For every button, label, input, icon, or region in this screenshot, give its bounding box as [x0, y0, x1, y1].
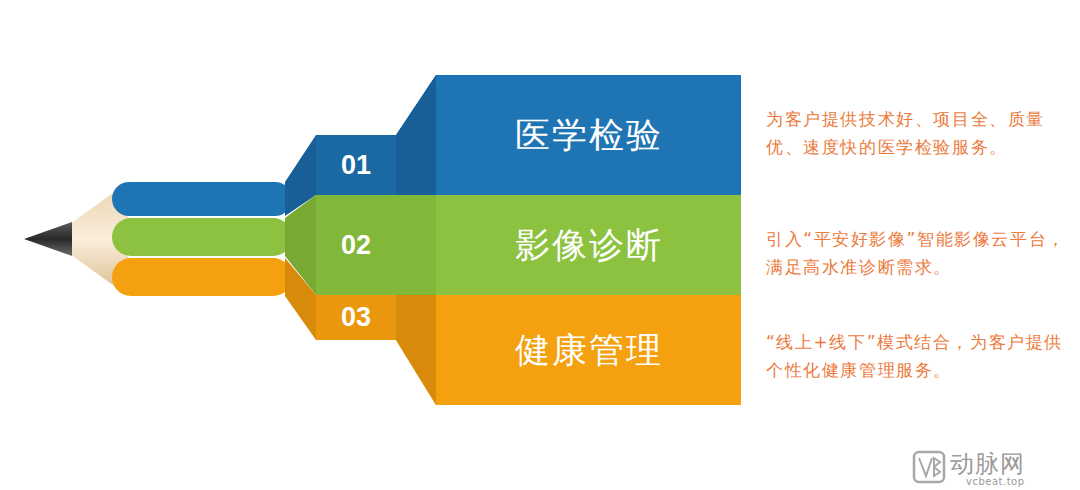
band-facet [396, 75, 436, 195]
band-facet [316, 295, 741, 405]
step-number: 03 [316, 295, 396, 340]
band-facet [316, 75, 741, 195]
band-facet [316, 295, 396, 340]
step-heading: 影像诊断 [436, 195, 741, 295]
step-band: 02影像诊断引入“平安好影像”智能影像云平台，满足高水准诊断需求。 [316, 195, 741, 295]
step-heading: 健康管理 [436, 295, 741, 405]
step-description: 引入“平安好影像”智能影像云平台，满足高水准诊断需求。 [766, 225, 1066, 281]
step-number: 02 [316, 195, 396, 295]
step-band: 01医学检验为客户提供技术好、项目全、质量优、速度快的医学检验服务。 [316, 75, 741, 195]
watermark-text: 动脉网 [950, 448, 1025, 480]
step-band: 03健康管理“线上+线下”模式结合，为客户提供个性化健康管理服务。 [316, 295, 741, 405]
watermark-logo [914, 452, 944, 482]
band-facet [316, 135, 396, 195]
blue-band [112, 182, 292, 216]
pencil-lead [24, 222, 72, 256]
band-facet [316, 195, 436, 295]
step-description: 为客户提供技术好、项目全、质量优、速度快的医学检验服务。 [766, 105, 1066, 161]
step-number: 01 [316, 135, 396, 195]
orange-slant [285, 258, 316, 340]
step-heading: 医学检验 [436, 75, 741, 195]
band-facet [316, 195, 741, 295]
green-band [112, 218, 292, 256]
step-description: “线上+线下”模式结合，为客户提供个性化健康管理服务。 [766, 328, 1066, 384]
orange-band [112, 258, 292, 296]
band-facet [396, 295, 436, 405]
watermark-url: vcbeat.top [966, 476, 1025, 487]
